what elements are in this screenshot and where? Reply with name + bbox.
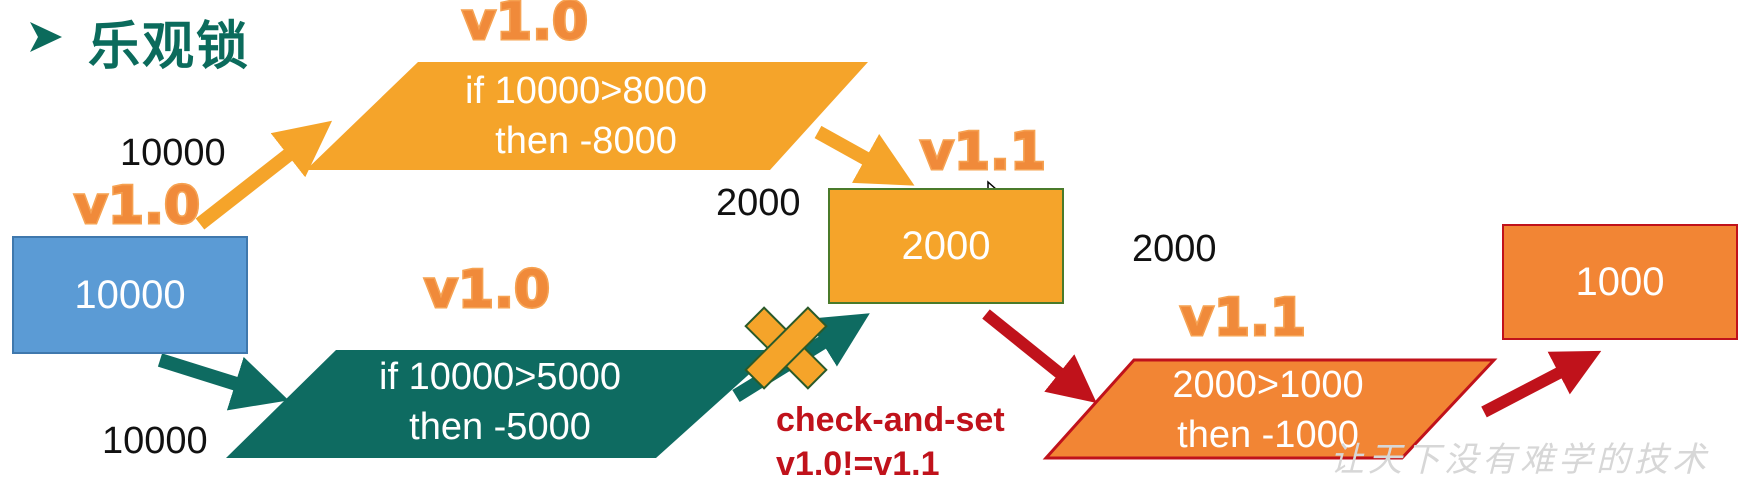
amount-label-bottom-left: 10000 — [102, 420, 208, 462]
right-operation-line-2: then -1000 — [1177, 414, 1359, 456]
right-operation-text: 2000>1000 then -1000 — [1108, 360, 1428, 460]
top-operation-shape — [306, 62, 868, 170]
check-and-set-line-2: v1.0!=v1.1 — [776, 445, 940, 483]
arrow-start-to-top — [195, 120, 333, 230]
version-label-right: v1.1 — [1178, 287, 1307, 350]
arrow-start-to-bottom — [157, 353, 289, 411]
top-operation-line-1: if 10000>8000 — [465, 70, 707, 112]
amount-label-mid-left: 2000 — [716, 182, 801, 224]
version-label-mid-box: v1.1 — [918, 121, 1047, 184]
version-label-left: v1.0 — [72, 175, 201, 238]
right-operation-line-1: 2000>1000 — [1172, 364, 1364, 406]
arrow-right-to-end — [1481, 350, 1602, 418]
check-and-set-line-1: check-and-set — [776, 401, 1005, 439]
page-title: 乐观锁 — [88, 17, 251, 77]
version-label-middle: v1.0 — [422, 259, 551, 322]
bottom-operation-text: if 10000>5000 then -5000 — [300, 352, 700, 452]
watermark: 让天下没有难学的技术 — [1330, 440, 1710, 480]
top-operation-text: if 10000>8000 then -8000 — [386, 66, 786, 166]
arrow-top-to-middle — [814, 125, 915, 186]
right-operation-shape — [1042, 358, 1498, 460]
amount-label-top-left: 10000 — [120, 132, 226, 174]
bottom-operation-line-2: then -5000 — [409, 406, 591, 448]
top-operation-line-2: then -8000 — [495, 120, 677, 162]
bottom-operation-line-1: if 10000>5000 — [379, 356, 621, 398]
version-label-top: v1.0 — [460, 0, 589, 54]
middle-balance-box: 2000 — [828, 188, 1064, 304]
amount-label-mid-right: 2000 — [1132, 228, 1217, 270]
bullet-arrow-icon — [30, 22, 62, 52]
cross-icon — [744, 306, 828, 390]
start-balance-box: 10000 — [12, 236, 248, 354]
check-and-set-note: check-and-set v1.0!=v1.1 — [776, 398, 1005, 486]
bottom-operation-shape — [226, 350, 776, 458]
arrow-middle-to-right — [982, 309, 1097, 404]
end-balance-box: 1000 — [1502, 224, 1738, 340]
